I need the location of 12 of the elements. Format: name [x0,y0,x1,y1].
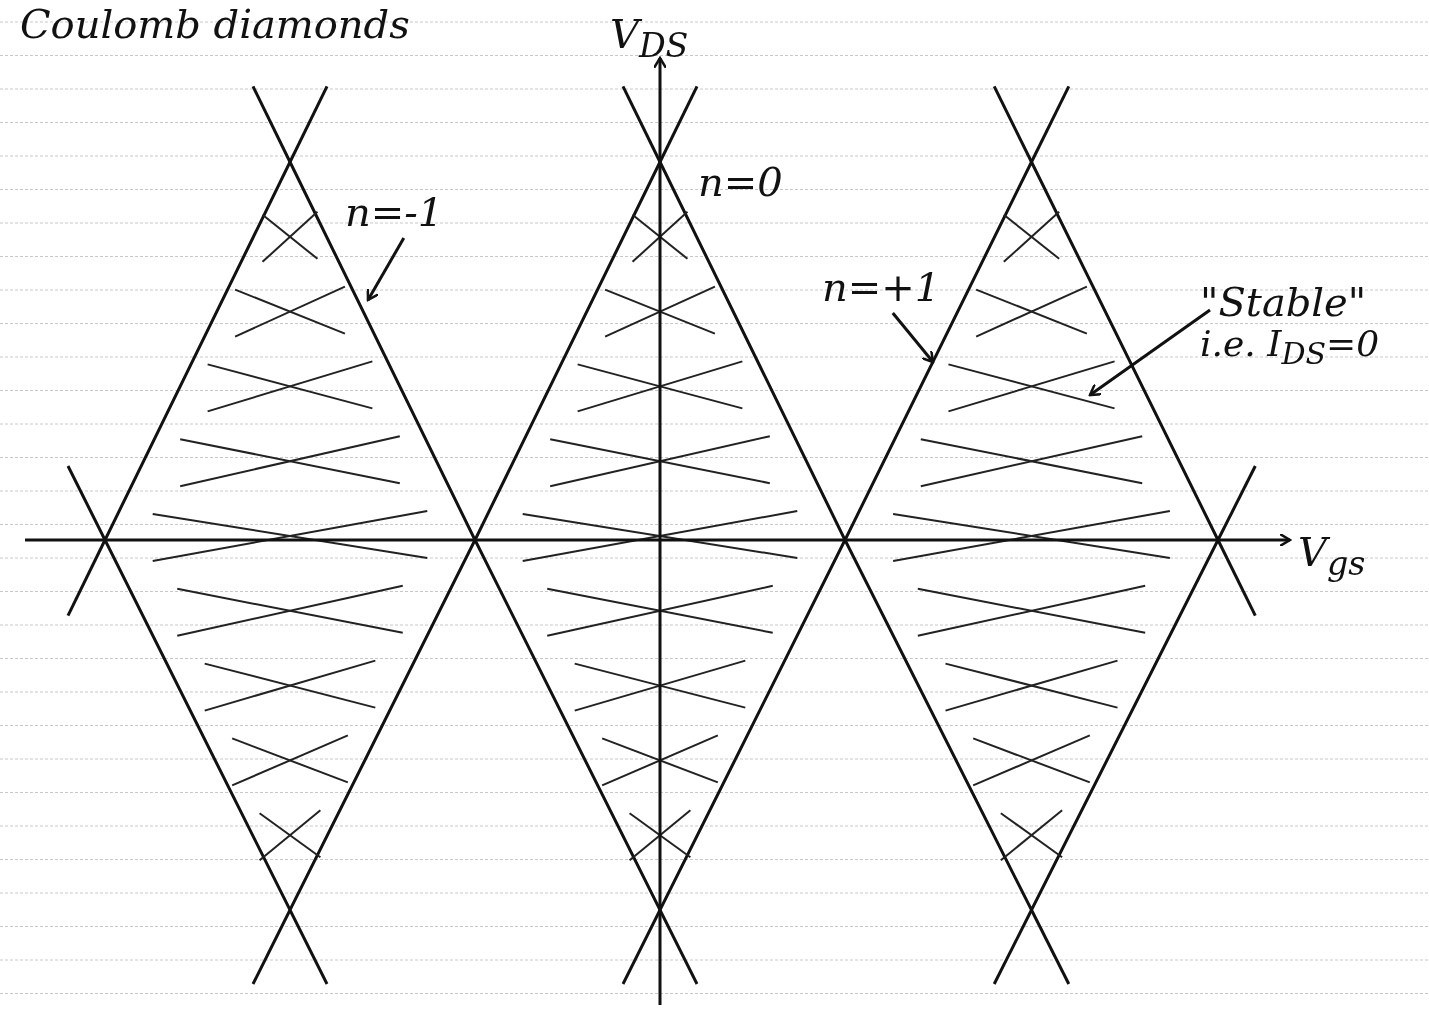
annotation-text: n=+1 [822,265,941,309]
annotation-text: n=0 [698,160,783,204]
annotation-note: i.e. I$_{DS}$=0 [1200,324,1380,371]
annotation-text: "Stable" [1200,280,1368,324]
axis-label: V$_{DS}$ [610,12,689,65]
leader-arrow [366,237,406,302]
leader-arrow [1088,308,1211,397]
leader-arrow [891,312,935,364]
axis-label: V$_{gs}$ [1298,530,1366,583]
annotation-text: n=-1 [345,190,444,234]
hatched-diamond [103,158,477,914]
title: Coulomb diamonds [20,2,410,46]
